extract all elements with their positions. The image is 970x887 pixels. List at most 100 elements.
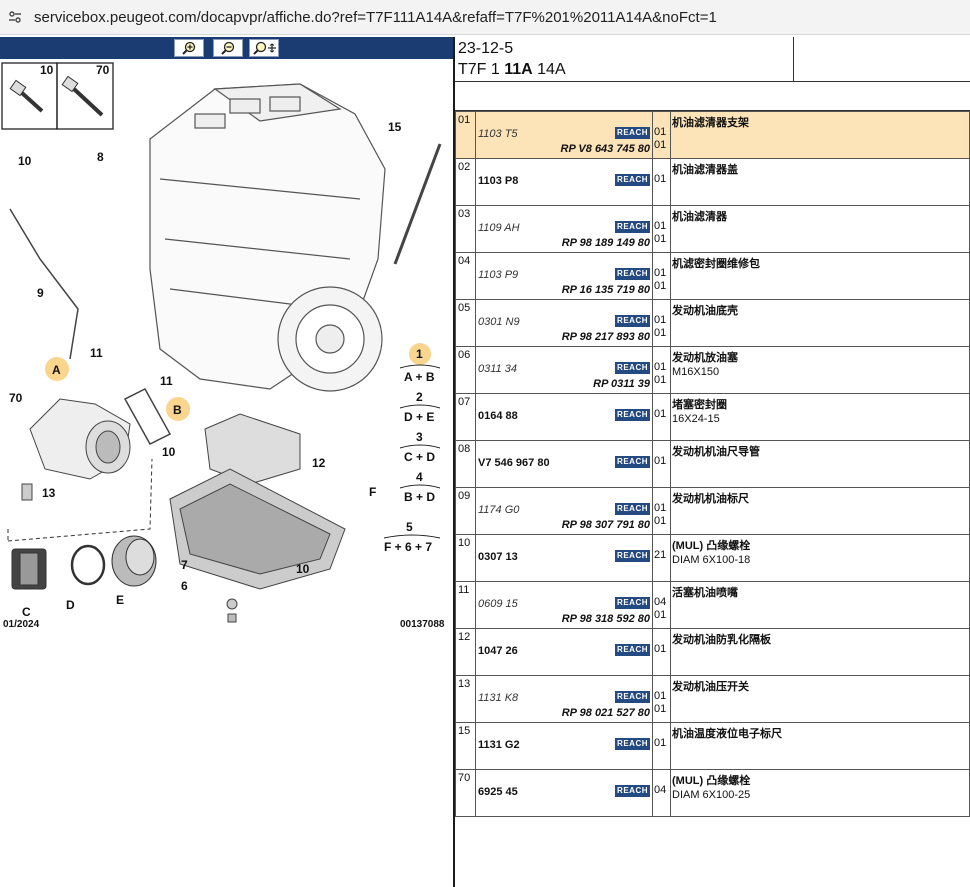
callout: D [66, 598, 75, 612]
part-ref-cell[interactable]: 1174 G0 REACH RP 98 307 791 80 [475, 487, 653, 535]
part-code[interactable]: 1109 AH [478, 222, 520, 234]
reach-badge[interactable]: REACH [615, 409, 650, 421]
replacement-part-ref[interactable]: RP 98 021 527 80 [561, 707, 650, 719]
engine-block [149, 83, 386, 392]
reach-badge[interactable]: REACH [615, 738, 650, 750]
part-code[interactable]: 0164 88 [478, 410, 518, 422]
part-ref-cell[interactable]: 1103 P9 REACH RP 16 135 719 80 [475, 252, 653, 300]
zoom-out-button[interactable] [213, 39, 243, 57]
part-quantity: 01 [652, 158, 671, 206]
reach-badge[interactable]: REACH [615, 268, 650, 280]
replacement-part-ref[interactable]: RP V8 643 745 80 [560, 143, 651, 155]
part-code[interactable]: 0301 N9 [478, 316, 520, 328]
reach-badge[interactable]: REACH [615, 315, 650, 327]
reach-badge[interactable]: REACH [615, 127, 650, 139]
part-ref-cell[interactable]: 1103 T5 REACH RP V8 643 745 80 [475, 111, 653, 159]
part-code[interactable]: 1131 G2 [478, 739, 520, 751]
reach-badge[interactable]: REACH [615, 550, 650, 562]
part-code[interactable]: 0609 15 [478, 598, 518, 610]
replacement-part-ref[interactable]: RP 16 135 719 80 [561, 284, 650, 296]
callout: 12 [312, 456, 326, 470]
part-ref-cell[interactable]: 6925 45 REACH [475, 769, 653, 817]
part-ref-cell[interactable]: 1047 26 REACH [475, 628, 653, 676]
reach-badge[interactable]: REACH [615, 221, 650, 233]
part-code[interactable]: 1131 K8 [478, 692, 519, 704]
part-code[interactable]: 0311 34 [478, 363, 517, 375]
browser-address-bar[interactable]: servicebox.peugeot.com/docapvpr/affiche.… [0, 0, 970, 35]
reach-badge[interactable]: REACH [615, 644, 650, 656]
part-ref-cell[interactable]: 0301 N9 REACH RP 98 217 893 80 [475, 299, 653, 347]
zoom-fit-button[interactable] [249, 39, 279, 57]
reach-badge[interactable]: REACH [615, 503, 650, 515]
part-ref-cell[interactable]: 1131 K8 REACH RP 98 021 527 80 [475, 675, 653, 723]
replacement-part-ref[interactable]: RP 98 307 791 80 [561, 519, 650, 531]
part-ref-cell[interactable]: 0609 15 REACH RP 98 318 592 80 [475, 581, 653, 629]
part-ref-cell[interactable]: 1131 G2 REACH [475, 722, 653, 770]
part-code[interactable]: 6925 45 [478, 786, 518, 798]
part-description: 机滤密封圈维修包 [670, 252, 970, 300]
part-code[interactable]: 1047 26 [478, 645, 518, 657]
part-description: 活塞机油喷嘴 [670, 581, 970, 629]
part-ref-cell[interactable]: 0164 88 REACH [475, 393, 653, 441]
part-ref-cell[interactable]: V7 546 967 80 REACH [475, 440, 653, 488]
engine-exploded-diagram[interactable]: 10 70 15 10 8 9 11 11 70 A B 10 12 13 C … [0, 59, 453, 647]
callout: B [173, 403, 182, 417]
reach-badge[interactable]: REACH [615, 456, 650, 468]
diagram-doc-number: 00137088 [400, 619, 445, 630]
header-spacer [455, 82, 970, 111]
part-quantity: 21 [652, 534, 671, 582]
site-settings-icon[interactable] [8, 10, 22, 24]
part-code[interactable]: 1103 P9 [478, 269, 519, 281]
reach-badge[interactable]: REACH [615, 174, 650, 186]
part-number: 06 [455, 346, 476, 394]
reach-badge[interactable]: REACH [615, 597, 650, 609]
part-code[interactable]: 0307 13 [478, 551, 518, 563]
replacement-part-ref[interactable]: RP 0311 39 [593, 378, 650, 390]
callout: C [22, 605, 31, 619]
part-description: 机油滤清器支架 [670, 111, 970, 159]
part-code[interactable]: 1103 T5 [478, 128, 518, 140]
variant-number: 2 [416, 390, 423, 404]
part-ref-cell[interactable]: 0311 34 REACH RP 0311 39 [475, 346, 653, 394]
reach-badge[interactable]: REACH [615, 785, 650, 797]
url-text[interactable]: servicebox.peugeot.com/docapvpr/affiche.… [34, 8, 717, 26]
part-code[interactable]: 1103 P8 [478, 175, 519, 187]
part-ref-cell[interactable]: 0307 13 REACH [475, 534, 653, 582]
part-description: 发动机机油标尺 [670, 487, 970, 535]
replacement-part-ref[interactable]: RP 98 318 592 80 [561, 613, 650, 625]
dipstick-tube [393, 143, 442, 265]
reach-badge[interactable]: REACH [615, 691, 650, 703]
replacement-part-ref[interactable]: RP 98 217 893 80 [561, 331, 650, 343]
variant-number: 5 [406, 520, 413, 534]
part-ref-cell[interactable]: 1103 P8 REACH [475, 158, 653, 206]
callout: 6 [181, 579, 188, 593]
part-ref-cell[interactable]: 1109 AH REACH RP 98 189 149 80 [475, 205, 653, 253]
part-quantity: 01 [652, 722, 671, 770]
part-description: 机油温度液位电子标尺 [670, 722, 970, 770]
part-code[interactable]: 1174 G0 [478, 504, 520, 516]
zoom-in-button[interactable] [174, 39, 204, 57]
reach-badge[interactable]: REACH [615, 362, 650, 374]
part-number: 04 [455, 252, 476, 300]
part-code[interactable]: V7 546 967 80 [478, 457, 550, 469]
replacement-part-ref[interactable]: RP 98 189 149 80 [561, 237, 650, 249]
